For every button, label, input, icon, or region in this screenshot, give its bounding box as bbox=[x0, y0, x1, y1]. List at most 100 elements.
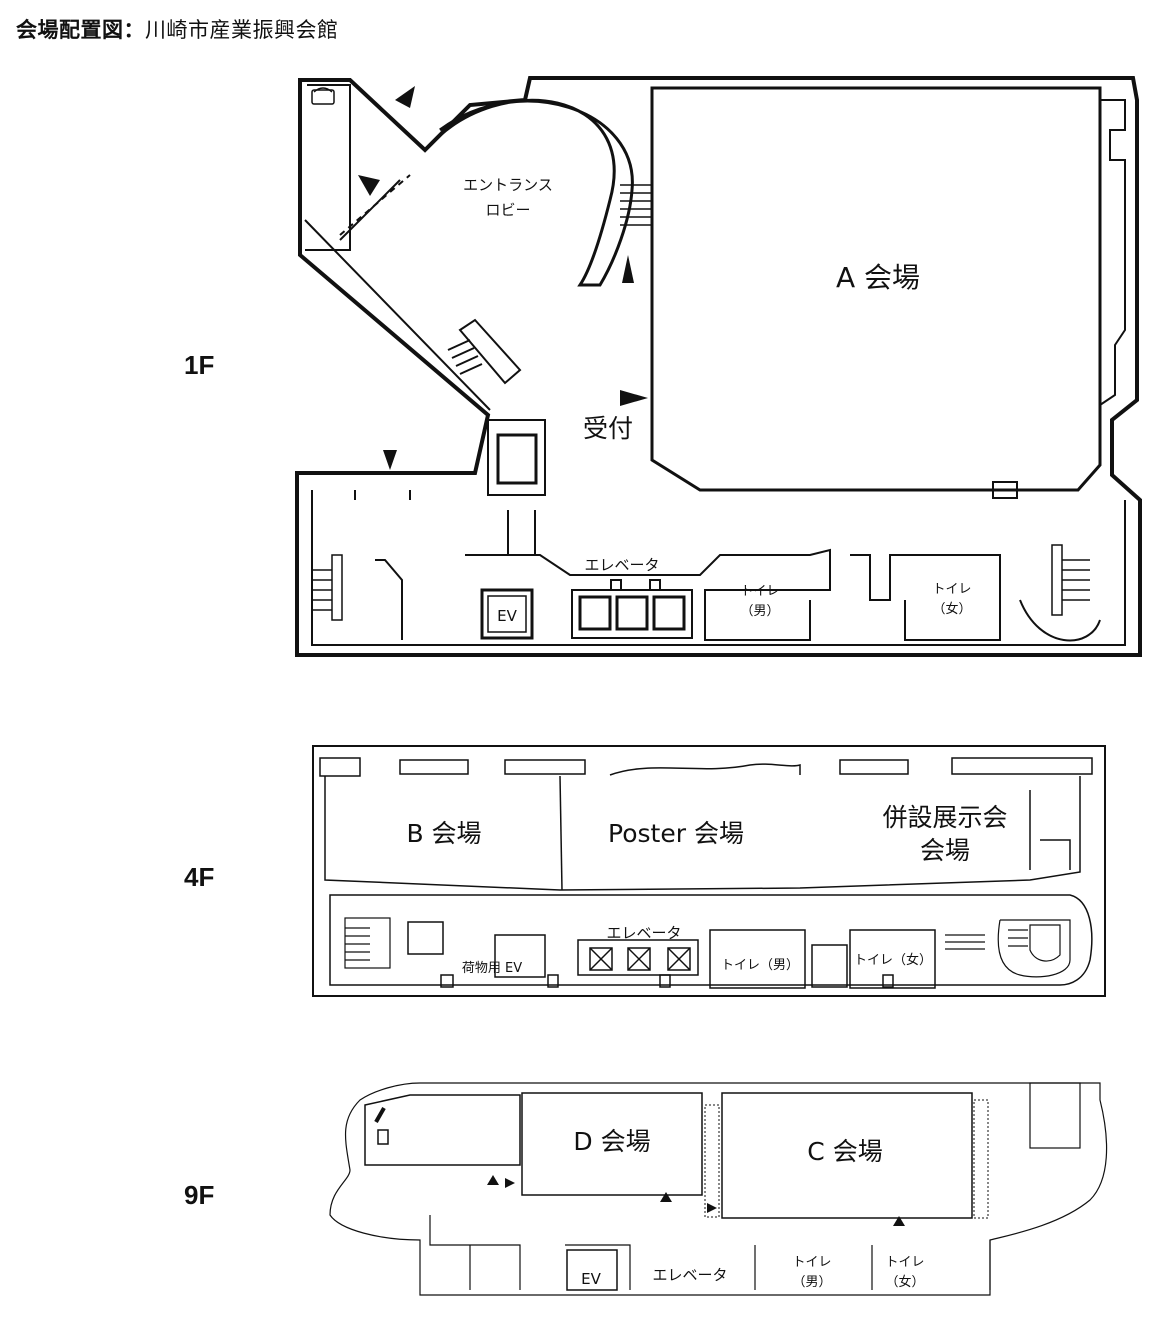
f1-pillar-outline bbox=[487, 419, 546, 496]
f4-hall-b-label: B 会場 bbox=[406, 819, 481, 848]
f1-wall-box bbox=[992, 481, 1018, 499]
f1-elevator-2 bbox=[615, 595, 649, 631]
entrance-arrow-icon-2 bbox=[358, 175, 380, 196]
f1-diagonal-wall bbox=[304, 179, 491, 411]
f9-outer-wall bbox=[329, 1082, 1108, 1296]
f4-exhibit-label-2: 会場 bbox=[920, 836, 970, 865]
f1-toilet-f-label-1: トイレ bbox=[932, 582, 971, 597]
f9-toilet-m-label-2: （男） bbox=[792, 1275, 831, 1290]
f1-elevator-3 bbox=[652, 595, 686, 631]
f9-up-arrow-icon bbox=[487, 1175, 499, 1185]
f9-bottom-wall bbox=[429, 1215, 991, 1290]
f9-up-arrow-icon-2 bbox=[660, 1192, 672, 1202]
f9-hall-c-label: C 会場 bbox=[807, 1137, 882, 1166]
f4-hall-area bbox=[324, 776, 1081, 891]
floor-9f bbox=[329, 1082, 1108, 1296]
f1-door-dashed bbox=[339, 94, 421, 236]
f4-small-box-2 bbox=[547, 974, 559, 988]
f4-elevator-label: エレベータ bbox=[606, 924, 681, 942]
f9-right-arrow-icon bbox=[505, 1178, 515, 1188]
f9-toilet-f-label-2: （女） bbox=[885, 1274, 924, 1290]
f1-toilet-m-label-2: （男） bbox=[740, 604, 779, 619]
phone-icon bbox=[311, 87, 335, 105]
f1-entrance-label-2: ロビー bbox=[485, 201, 530, 219]
f1-stairs-left bbox=[312, 554, 343, 621]
f4-cargo-ev-label: 荷物用 EV bbox=[462, 961, 522, 976]
f1-toilet-m-label-1: トイレ bbox=[740, 584, 779, 599]
f4-outer-wall bbox=[312, 745, 1106, 997]
f1-elevator-label: エレベータ bbox=[584, 556, 659, 574]
title-venue: 川崎市産業振興会館 bbox=[145, 18, 339, 42]
f4-toilet-m-box bbox=[709, 929, 806, 989]
f9-left-box bbox=[377, 1129, 389, 1145]
floor-4f bbox=[312, 745, 1106, 997]
floor-label-4f: 4F bbox=[184, 862, 215, 892]
f1-inner-wall bbox=[305, 84, 1126, 646]
f9-hall-c bbox=[721, 1092, 973, 1219]
f4-right-panel bbox=[1029, 790, 1071, 870]
f4-small-box-4 bbox=[882, 974, 894, 988]
f4-elevator-cars bbox=[589, 947, 691, 971]
f9-ev-label: EV bbox=[581, 1270, 601, 1288]
f1-entrance-label-1: エントランス bbox=[463, 176, 553, 194]
f1-hall-a-label: A 会場 bbox=[836, 261, 920, 294]
f4-poster-label: Poster 会場 bbox=[608, 819, 744, 848]
f1-toilet-f-label-2: （女） bbox=[932, 601, 971, 617]
f1-elevator-pillar-2 bbox=[649, 579, 661, 591]
f1-left-room bbox=[375, 559, 403, 640]
f1-ev-inner bbox=[487, 595, 527, 633]
f9-strip-1 bbox=[704, 1104, 720, 1218]
f1-outer-wall bbox=[295, 76, 1142, 657]
f9-ev-box bbox=[566, 1249, 618, 1291]
f1-hall-a bbox=[650, 86, 1102, 492]
title-colon: ： bbox=[123, 18, 145, 42]
f9-strip-2 bbox=[973, 1099, 989, 1219]
f1-elevator-pillar-1 bbox=[610, 579, 622, 591]
f1-lobby-curve bbox=[428, 98, 634, 287]
f1-lower-wall bbox=[354, 490, 1101, 642]
f9-right-arrow-icon-2 bbox=[707, 1203, 717, 1213]
f9-left-room bbox=[364, 1094, 521, 1166]
f4-cargo-ev-box bbox=[494, 934, 546, 978]
f1-elevator-1 bbox=[578, 595, 612, 631]
f4-room-box bbox=[407, 921, 444, 955]
down-arrow-icon bbox=[383, 450, 397, 470]
f4-toilet-f-label: トイレ（女） bbox=[854, 952, 932, 968]
f4-exhibit-label-1: 併設展示会 bbox=[882, 803, 1007, 832]
f9-toilet-m-label-1: トイレ bbox=[792, 1255, 831, 1270]
f1-elevator-bank bbox=[571, 589, 693, 639]
floor-label-1f: 1F bbox=[184, 350, 215, 380]
entrance-arrow-icon bbox=[395, 86, 415, 108]
up-arrow-icon bbox=[622, 255, 634, 283]
f9-elevator-label: エレベータ bbox=[652, 1266, 727, 1284]
f9-right-room bbox=[1029, 1082, 1081, 1149]
f4-toilet-f-box bbox=[849, 929, 936, 989]
f4-stairs-right bbox=[945, 919, 1071, 978]
f9-toilet-f-label-1: トイレ bbox=[885, 1255, 924, 1270]
f1-reception-label: 受付 bbox=[583, 414, 633, 443]
f4-stairs-left bbox=[344, 917, 391, 969]
f9-hall-d bbox=[521, 1092, 703, 1196]
title-main: 会場配置図 bbox=[16, 18, 124, 42]
f1-stairs-diagonal bbox=[447, 318, 522, 385]
f4-hall-divider bbox=[559, 775, 563, 891]
f9-up-arrow-icon-3 bbox=[893, 1216, 905, 1226]
floor-1f bbox=[295, 76, 1142, 657]
f4-toilet-m-label: トイレ（男） bbox=[721, 958, 799, 973]
f1-right-wall-notches bbox=[1099, 99, 1126, 406]
floor-label-9f: 9F bbox=[184, 1180, 215, 1210]
f1-ev-label: EV bbox=[497, 607, 517, 625]
f4-small-box-1 bbox=[440, 974, 454, 988]
right-arrow-icon bbox=[620, 390, 648, 406]
f4-window-strips bbox=[319, 757, 1093, 777]
page-title: 会場配置図：川崎市産業振興会館 bbox=[16, 14, 339, 44]
f4-corridor bbox=[329, 894, 1093, 986]
f1-ev-box bbox=[480, 588, 534, 640]
f1-stairs-lobby bbox=[620, 184, 652, 226]
f1-pillar-box bbox=[496, 433, 538, 485]
f9-door-icon bbox=[374, 1107, 386, 1123]
f4-elevator-bank bbox=[577, 939, 699, 976]
f1-stairs-right bbox=[1051, 544, 1090, 616]
f9-hall-d-label: D 会場 bbox=[573, 1127, 650, 1156]
